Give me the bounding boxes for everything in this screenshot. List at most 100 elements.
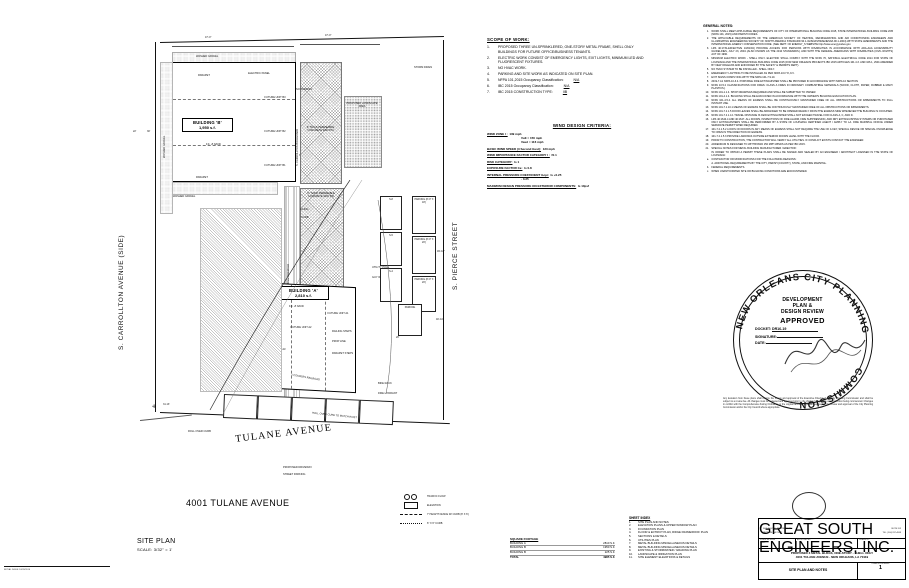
general-note-text: LRS 40:1644.4 AND 40:1647. ALL DOORS, IN… (711, 117, 893, 127)
general-note-number: 19. (705, 138, 709, 142)
general-note-number: c. (707, 169, 709, 173)
title-block-meta-row: SCALE: As Noted DATE: APPROVED BY: DRAWN… (759, 538, 905, 549)
wind-criteria-row: RISK CATEGORY: Is 1 (487, 159, 520, 164)
general-note-text: NFPA 101-7.2.1.5 DOOR LEAVES SHALL BE AR… (711, 109, 893, 113)
approval-stamp: NEW ORLEANS CITY PLANNING COMMISSION DEV… (723, 268, 899, 410)
general-note-item: 10.NFPA 101-1.1.4. SHOP DRAWINGS REQUIRE… (703, 91, 893, 94)
label-permeable-2: 6" THICK PERMEABLE CONCRETE 4000 PSI (307, 192, 335, 199)
stamp-approved-text: APPROVED (780, 316, 825, 326)
general-note-text: EMERGENCY LIGHTING TO BE INSTALLED AS PE… (711, 71, 795, 75)
general-note-text: MINIMUM ELECTRIC WORK - SHELL ONLY. ELEC… (711, 57, 893, 67)
general-note-text: NFPA 101-4.1.4. BUILDING SHALL BE EVACUA… (711, 94, 857, 98)
label-storm-drain: STORM DRAIN (414, 66, 433, 69)
scale-cell: SCALE: As Noted DATE: (759, 539, 795, 549)
general-note-item: 18.101-7.2.1.5.3 PROVIDE LANDINGS OUTSID… (703, 135, 893, 138)
parking-stall-3-label: PARKING (8'-0" X 20') (414, 277, 434, 284)
stamp-arc-text: NEW ORLEANS CITY PLANNING COMMISSION (733, 271, 870, 410)
building-a-area: 2,810 s.f. (294, 293, 312, 299)
sheet-index-text: FLOOR & ECTRICT PLAN, RIDGE FRAME/ROOF P… (638, 531, 708, 535)
legend-label: TRAFFIC FLOW (427, 495, 446, 498)
label-guy-wire: GUY WIRE (372, 276, 386, 279)
page-title: SITE PLAN (137, 538, 176, 545)
wind-criteria-block: WIND DESIGN CRITERIA: WIND ZONE I : 139 … (487, 123, 677, 190)
general-note-text: 2019-7.A1 NFPA 10-3.4. PORTABLE FIRE EXT… (711, 79, 859, 83)
washed-gravel-top (172, 52, 296, 64)
label-roll-over-curb: ROLL OVER CURB (188, 430, 211, 433)
scope-item-number: 3. (487, 66, 490, 71)
scope-item-text: PROPOSED THREE UN-SPRINKLERED, ONE-STORY… (498, 45, 634, 54)
legend: TRAFFIC FLOW ELEVATION 7' HEIGHT FENCE W… (400, 492, 510, 528)
footer-divider (4, 566, 110, 567)
general-note-item: 11.NFPA 101-4.1.4. BUILDING SHALL BE EVA… (703, 95, 893, 98)
sheet-index-text: SITE PLAN AND NOTES (638, 520, 669, 524)
square-footage-value: 4985 S.F. (603, 554, 615, 559)
general-note-number: 2. (706, 37, 709, 41)
sheet-index-item: 1. SITE PLAN AND NOTES (629, 521, 757, 525)
stamp-date-label: DATE: (755, 340, 766, 345)
parking-stall-1: PARKING (8'-0" X 18') (412, 196, 436, 234)
sheet-row: SITE PLAN AND NOTES DRAWING NUMBER 1 (759, 562, 905, 579)
label-washed-gravel-top: WASHED GRAVEL (196, 54, 219, 58)
title-block: GREAT SOUTH ENGINEERS, INC. 3461 SOUTH L… (758, 518, 906, 580)
wind-criteria-row: BASIC WIND SPEED (3 Second Gust): 123 mp… (487, 146, 555, 151)
building-b-ff: F.F. -8 NAVD (206, 143, 221, 146)
scope-item: 5.NFPA 101,2015 Occupancy Classification… (487, 78, 652, 83)
general-note-text: CONTRACTOR OR MODIFICATIONS FOR THE FOLL… (711, 157, 797, 161)
general-note-text: WHEN UNANTICIPATED SITE OR BUILDING COND… (711, 169, 808, 173)
scope-item-text: NO HVAC WORK. (498, 66, 527, 71)
general-note-item: 14.NFPA 101-7.2.1.5 DOOR LEAVES SHALL BE… (703, 110, 893, 113)
general-note-number: 1. (706, 30, 709, 33)
general-note-number: 4. (706, 57, 709, 61)
label-electric-panel: ELECTRIC PANEL (248, 72, 270, 75)
firm-address-4: TEL. (504) 837-4848 (882, 532, 901, 534)
general-note-number: 16. (705, 117, 709, 121)
site-plan-drawing: WASHED GRAVEL ELECTRIC PANEL PARAPET FUT… (118, 34, 459, 552)
sheet-number-label: DRAWING NUMBER (871, 563, 890, 566)
stamp-outer-ring (733, 270, 873, 410)
general-note-item: 8.2019-7.A1 NFPA 10-3.4. PORTABLE FIRE E… (703, 80, 893, 83)
square-footage-key: BUILDING A (510, 540, 526, 545)
general-note-text: NFPA 101-1.1.4. SHOP DRAWINGS REQUIRED A… (711, 90, 817, 94)
sheet-index-item: 8.METAL BUILDING MISCELLANEOUS DETAILS (629, 546, 757, 550)
parking-stall-7-label: PARKING (404, 305, 416, 309)
general-note-item: 19.PRIOR TO CONSTRUCTION, THE CONTRACTOR… (703, 139, 893, 142)
legend-label: 6" X 6" CURB (427, 522, 443, 525)
sheet-index-item: 3.FOUNDATION PLAN (629, 528, 757, 532)
building-b-name: BUILDING 'B' (192, 120, 222, 126)
general-note-text: NFPA 101-7.2.1.4.1 TRAVEL DISTANCE IS FE… (711, 113, 854, 117)
general-notes-block: GENERAL NOTES: 1.WORK SHALL MEET APPLICA… (703, 24, 893, 174)
scope-item-text: PARKING AND SITE WORK AS INDICATED ON SI… (498, 72, 594, 77)
project-line-1: PROPOSED 3 METAL BLDGS, ONE-STORY - SHEL… (790, 551, 874, 555)
street-label-pierce: S. PIERCE STREET (452, 221, 459, 290)
washed-gravel-left (160, 62, 173, 214)
dash-icon (400, 514, 422, 515)
general-note-item: 16.LRS 40:1644.4 AND 40:1647. ALL DOORS,… (703, 118, 893, 127)
label-fire-hydrant: FIRE HYDRANT (378, 392, 398, 395)
dim-left-2: 30' (147, 130, 151, 133)
general-note-item: 13.NFPA 101-7.1.10.1 MEANS OF EGRESS SHA… (703, 106, 893, 109)
label-parapet-b2: PARAPET (196, 176, 208, 179)
sheet-number: 1 (879, 565, 882, 572)
dim-right-2: 40'-10" (436, 318, 444, 321)
wind-heading: WIND DESIGN CRITERIA: (552, 123, 612, 128)
firm-address-2: METAIRIE, LA 70001 (763, 532, 782, 534)
legend-row: 7' HEIGHT FENCE W/ CURB (8' X 6') (400, 510, 510, 519)
square-footage-value: 1950 S.F. (603, 545, 615, 550)
sheet-index-number: 1. (629, 520, 632, 524)
engineer-seal (790, 492, 826, 520)
sheet-index-text: METAL BUILDING MISCELLANEOUS DETAILS (638, 545, 697, 549)
general-note-item: 9.NFPA 10.5.2 CLASSIFICATIONS FOR FIRES:… (703, 84, 893, 90)
legend-row: ELEVATION (400, 501, 510, 510)
general-note-number: 15. (705, 113, 709, 117)
general-note-number: 11. (705, 94, 709, 98)
general-note-item: 5.NO HVAC SYSTEM TO BE INSTALLED - SHELL… (703, 68, 893, 71)
sheet-index-item: 2.ELEVATION PLANS & UPPER WINDOW PLAN (629, 524, 757, 528)
sheet-index-item: 10.LANDSCAPE & IRRIGATION PLAN (629, 553, 757, 557)
general-note-text: IN ORDER TO OBTAIN A PERMIT THESE PLANS … (711, 150, 893, 157)
approved-label: APPROVED BY: (797, 539, 811, 542)
label-landscape: PROPOSED LANDSCAPE AREA (346, 102, 378, 109)
legend-row: TRAFFIC FLOW (400, 492, 510, 501)
